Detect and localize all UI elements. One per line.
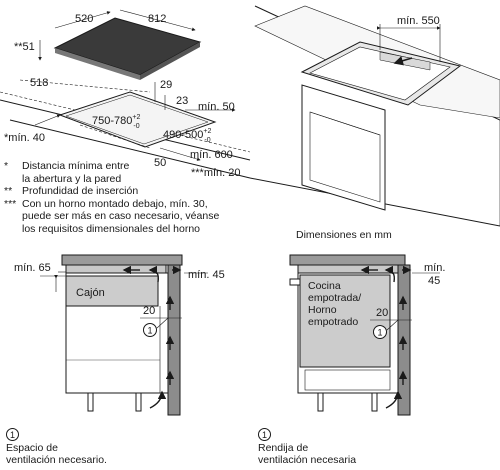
units-caption: Dimensiones en mm [296,229,392,241]
countertop-cutout [58,91,217,148]
footnote-text: Distancia mínima entre [22,160,130,172]
cabinet [301,84,386,211]
dim-750-780: 750-780+2 -0 [92,114,140,130]
footnote-mark: ** [4,185,13,198]
section-drawer-view: Cajón mín. 65 mín. 45 20 1 [14,254,225,416]
dim-min-45b: 45 [428,275,440,287]
dim-min-40: *mín. 40 [4,132,45,144]
footnote-text: Profundidad de inserción [22,185,139,198]
drawer-label: Cajón [76,287,105,299]
dim-490-500: 490-500+2 -0 [163,128,211,144]
dim-518: 518 [30,77,48,89]
dim-20: 20 [143,305,155,317]
footnote-row: *** Con un horno montado debajo, mín. 30, [4,198,239,211]
caption-right-line1: Rendija de [258,441,309,454]
footnote-mark [4,210,22,223]
caption-right-line2: ventilación necesaria [258,454,357,466]
footnote-text: Con un horno montado debajo, mín. 30, [22,197,208,210]
footnote-mark [4,223,22,236]
footnote-row: la abertura y la pared [4,173,239,186]
caption-right-number: 1 [258,428,271,441]
dim-min-550: mín. 550 [397,15,440,27]
caption-left-line2: ventilación necesario. [6,454,107,466]
built-in-oven [299,274,391,368]
dim-750-780-sup: +2 [132,114,140,121]
footnote-row: * Distancia mínima entre [4,160,239,173]
dim-min-65: mín. 65 [14,262,51,274]
dim-min-50: mín. 50 [198,101,235,113]
oven-label-3: Horno [308,304,337,316]
oven-callout-1 [373,325,387,339]
oven-label-2: empotrada/ [308,292,361,304]
footnote-text: puede ser más en caso necesario, véanse [22,210,220,223]
dim-min-20: ***mín. 20 [191,167,241,179]
footnote-text: la abertura y la pared [22,172,122,185]
dim-29: 29 [160,79,172,91]
oven-callout-1-label: 1 [377,328,382,338]
dim-51: **51 [14,41,35,53]
dim-23: 23 [176,95,188,107]
footnote-row: ** Profundidad de inserción [4,185,239,198]
dim-min-45: mín. 45 [188,269,225,281]
caption-left: 1 Espacio de ventilación necesario. [6,428,107,467]
footnote-mark: *** [4,197,17,210]
dim-812: 812 [148,13,166,25]
footnote-mark: * [4,160,9,172]
top-cutout [300,41,462,106]
footnote-row: puede ser más en caso necesario, véanse [4,210,239,223]
footnotes: * Distancia mínima entre la abertura y la… [4,160,239,236]
callout-1 [143,323,157,337]
footnote-mark [4,173,22,186]
dim-min-45a: mín. [424,262,445,274]
dim-min-600: mín. 600 [190,149,233,161]
oven-label-4: empotrado [308,316,358,328]
footnote-row: los requisitos dimensionales del horno [4,223,239,236]
dim-520: 520 [75,13,93,25]
dim-490-500-value: 490-500 [163,129,203,141]
callout-1-label: 1 [147,326,152,336]
footnote-text: los requisitos dimensionales del horno [22,222,201,235]
dim-50: 50 [154,157,166,169]
oven-airflow-arrows [360,265,412,409]
dim-750-780-value: 750-780 [92,115,132,127]
oven-label-1: Cocina [308,280,341,292]
oven-dim-20: 20 [376,307,388,319]
section-oven-view: Cocina empotrada/ Horno empotrado mín. 4… [289,254,445,416]
caption-left-line1: Espacio de [6,441,58,454]
dim-750-780-sub: -0 [133,123,139,130]
cooktop-cutout-view: 520 812 **51 518 29 23 mín. 50 750-780+2… [0,9,251,179]
cabinet-perspective-view: mín. 550 [249,5,500,227]
airflow-arrows [122,265,182,409]
caption-right: 1 Rendija de ventilación necesaria [258,428,356,467]
caption-left-number: 1 [6,428,19,441]
cooktop [53,17,202,80]
dim-490-500-sup: +2 [203,128,211,135]
dim-490-500-sub: -0 [204,137,210,144]
drawer [65,275,159,307]
